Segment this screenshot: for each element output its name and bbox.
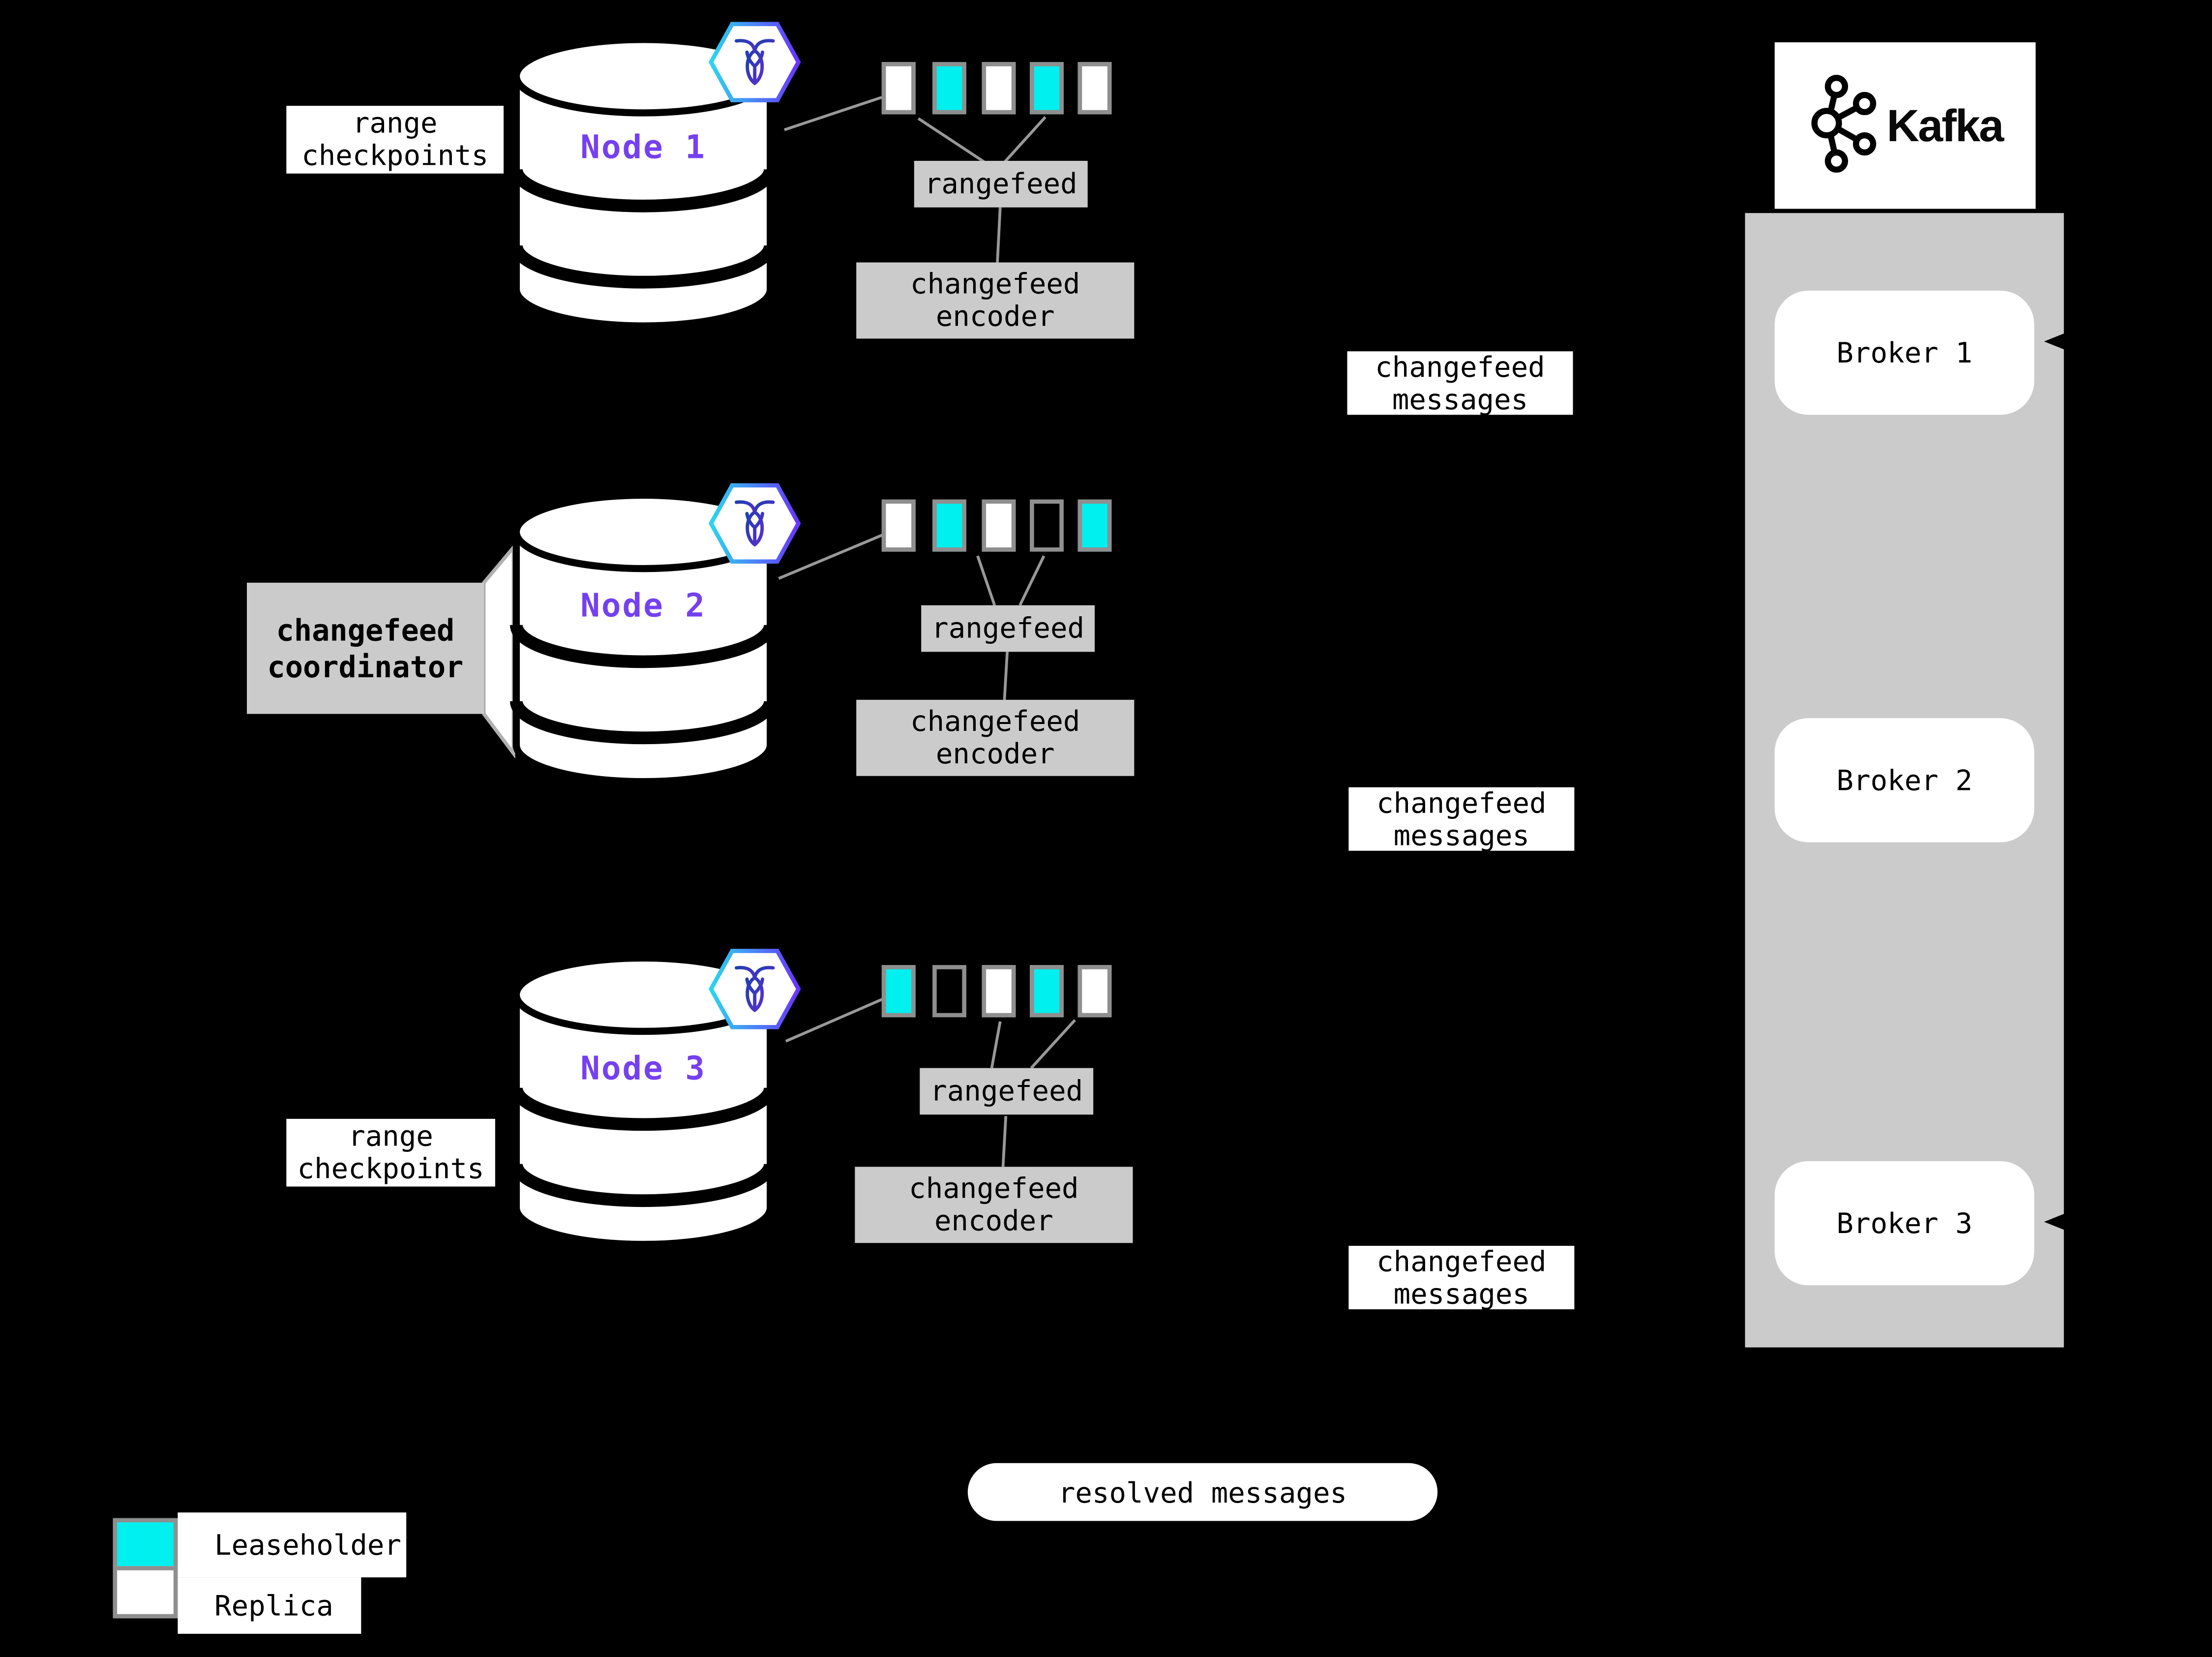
arrowhead-icon-broker1 [2044,332,2065,350]
replica-square [932,499,966,552]
node2-label: Node 2 [580,588,706,625]
kafka-logo-box: Kafka [1774,42,2036,209]
replica-square [881,62,916,115]
range-checkpoints-label-node3: range checkpoints [286,1118,495,1187]
broker-3-box: Broker 3 [1774,1161,2034,1286]
node3-label: Node 3 [580,1051,706,1088]
changefeed-encoder-box-node1: changefeed encoder [856,262,1135,339]
replica-square [881,499,916,552]
cockroachdb-logo-icon-node3 [708,949,801,1029]
replica-square [1077,965,1112,1018]
broker-1-box: Broker 1 [1774,290,2034,415]
legend-swatch-leaseholder [113,1518,178,1570]
replica-square [1030,499,1064,552]
database-cylinder-node1 [509,36,777,330]
replica-square [982,62,1016,115]
rangefeed-box-node3: rangefeed [920,1068,1094,1115]
replica-square [982,499,1016,552]
legend-label-replica: Replica [178,1577,361,1634]
changefeed-encoder-box-node3: changefeed encoder [855,1167,1133,1243]
changefeed-encoder-box-node2: changefeed encoder [856,699,1135,776]
cockroachdb-logo-icon-node1 [708,22,801,102]
replica-square [1077,499,1112,552]
changefeed-coordinator-label: changefeed coordinator [247,582,484,714]
kafka-logo-icon [1812,75,1877,173]
rangefeed-box-node1: rangefeed [914,161,1088,208]
kafka-wordmark: Kafka [1886,99,2004,151]
node1-label: Node 1 [580,129,706,167]
cockroachdb-logo-icon-node2 [708,483,801,564]
replica-square [932,965,966,1018]
broker-2-box: Broker 2 [1774,718,2034,843]
database-cylinder-node2 [509,491,777,785]
changefeed-messages-label-node3: changefeed messages [1348,1244,1575,1309]
legend-label-leaseholder: Leaseholder [178,1512,407,1578]
replica-square [1030,62,1064,115]
resolved-messages-pill: resolved messages [967,1463,1438,1521]
arrowhead-icon-broker3 [2044,1213,2065,1231]
replica-square [982,965,1016,1018]
changefeed-messages-label-node1: changefeed messages [1347,350,1573,415]
replica-square [932,62,966,115]
legend-swatch-replica [113,1566,178,1619]
replica-square [1077,62,1112,115]
replica-square [1030,965,1064,1018]
replica-square [881,965,916,1018]
connector-lines [778,96,1076,1167]
database-cylinder-node3 [509,954,777,1248]
coordinator-flag [482,542,515,759]
changefeed-messages-label-node2: changefeed messages [1348,786,1575,851]
rangefeed-box-node2: rangefeed [921,605,1095,652]
range-checkpoints-label-node1: range checkpoints [286,106,504,174]
